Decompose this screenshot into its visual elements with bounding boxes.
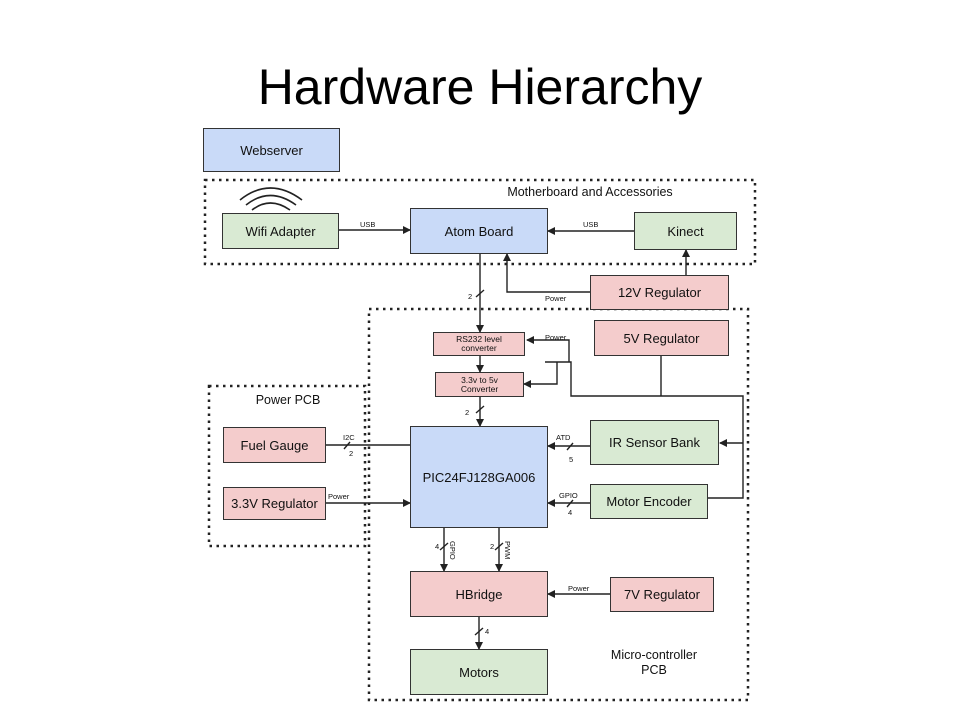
usb-label-left: USB (360, 220, 376, 229)
power-label-12v: Power (545, 294, 567, 303)
atom-board-node: Atom Board (410, 208, 548, 254)
bus-width-motors: 4 (485, 627, 490, 636)
power-pcb-group-outline (207, 384, 367, 548)
pwm-label: PWM (503, 541, 512, 560)
bus-width-pwm: 2 (490, 542, 495, 551)
mcu-pcb-group-label: Micro-controller PCB (610, 648, 698, 677)
kinect-node: Kinect (634, 212, 737, 250)
power-rail-5v (545, 361, 744, 499)
wifi-signal-icon (239, 187, 303, 211)
bus-width-i2c: 2 (349, 449, 354, 458)
mcu-pcb-group-outline (367, 307, 750, 702)
hbridge-node: HBridge (410, 571, 548, 617)
motherboard-group-label: Motherboard and Accessories (507, 185, 673, 199)
power-pcb-group-label: Power PCB (255, 393, 321, 407)
slide-title: Hardware Hierarchy (257, 59, 703, 115)
power-link-5v-conv (523, 362, 558, 388)
i2c-label: I2C (343, 433, 355, 442)
regulator-5v-node: 5V Regulator (594, 320, 729, 356)
power-link-5v-rs232 (526, 336, 570, 362)
pic-microcontroller-node: PIC24FJ128GA006 (410, 426, 548, 528)
gpio-encoder-label: GPIO (559, 491, 578, 500)
bus-width-gpio-encoder: 4 (568, 508, 573, 517)
atd-label: ATD (556, 433, 571, 442)
fuel-gauge-node: Fuel Gauge (223, 427, 326, 463)
bus-width-atom-rs232: 2 (468, 292, 473, 301)
motor-encoder-node: Motor Encoder (590, 484, 708, 519)
rs232-converter-node: RS232 level converter (433, 332, 525, 356)
power-link-12v-atom (503, 253, 590, 293)
level-converter-node: 3.3v to 5v Converter (435, 372, 524, 397)
bus-width-conv-pic: 2 (465, 408, 470, 417)
motors-node: Motors (410, 649, 548, 695)
regulator-7v-node: 7V Regulator (610, 577, 714, 612)
usb-label-right: USB (583, 220, 599, 229)
power-label-33v: Power (328, 492, 350, 501)
regulator-33v-node: 3.3V Regulator (223, 487, 326, 520)
wifi-adapter-node: Wifi Adapter (222, 213, 339, 249)
bus-width-atd: 5 (569, 455, 574, 464)
webserver-node: Webserver (203, 128, 340, 172)
regulator-12v-node: 12V Regulator (590, 275, 729, 310)
ir-sensor-bank-node: IR Sensor Bank (590, 420, 719, 465)
gpio-hbridge-label: GPIO (448, 541, 457, 560)
power-label-7v: Power (568, 584, 590, 593)
power-label-5v: Power (545, 333, 567, 342)
motherboard-group-outline (203, 178, 757, 266)
bus-width-gpio-hbridge: 4 (435, 542, 440, 551)
